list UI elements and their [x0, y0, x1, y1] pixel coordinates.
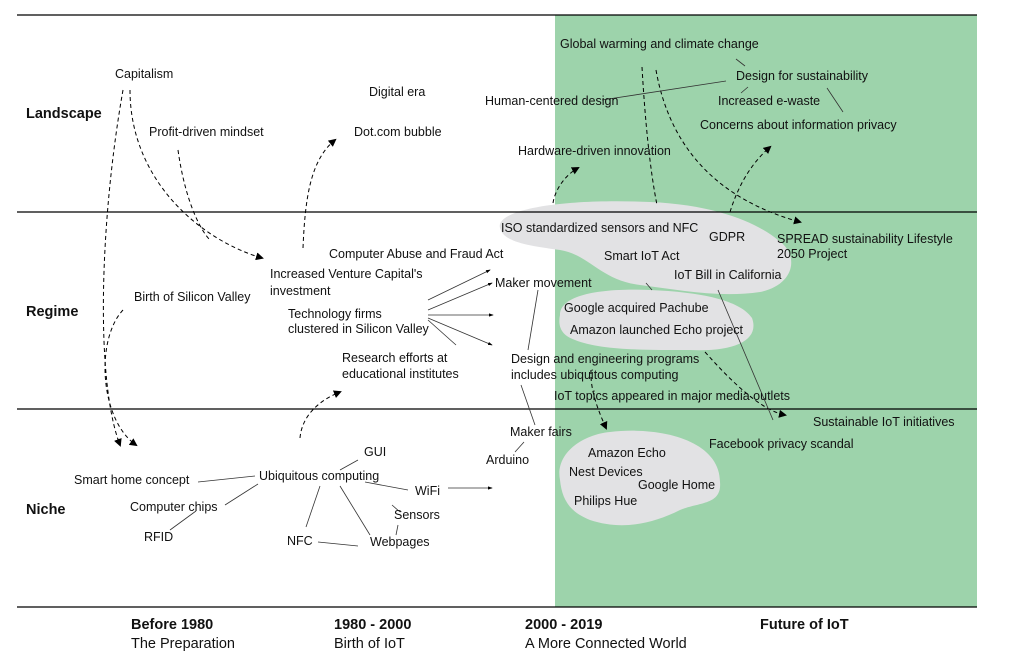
node-nest: Nest Devices: [569, 465, 643, 479]
node-tech-1: Technology firms: [288, 307, 382, 321]
node-global-warming: Global warming and climate change: [560, 37, 759, 51]
node-dotcom: Dot.com bubble: [354, 125, 442, 139]
node-design-2: includes ubiquitous computing: [511, 368, 679, 382]
layer-label-landscape: Landscape: [26, 106, 102, 122]
node-rfid: RFID: [144, 530, 174, 544]
node-nfc: NFC: [287, 534, 313, 548]
node-gui: GUI: [364, 445, 387, 459]
node-research-2: educational institutes: [342, 367, 459, 381]
node-silicon-valley: Birth of Silicon Valley: [134, 290, 251, 304]
period-subtitle: Birth of IoT: [334, 636, 405, 652]
cluster-regulation: [499, 201, 792, 295]
node-spread-1: SPREAD sustainability Lifestyle: [777, 232, 953, 246]
node-spread-2: 2050 Project: [777, 247, 848, 261]
node-arduino: Arduino: [486, 453, 530, 467]
node-capitalism: Capitalism: [115, 67, 174, 81]
node-privacy: Concerns about information privacy: [700, 118, 897, 132]
node-google-home: Google Home: [638, 478, 716, 492]
node-design-sustainability: Design for sustainability: [736, 69, 869, 83]
period-subtitle: The Preparation: [131, 636, 235, 652]
node-vc-1: Increased Venture Capital's: [270, 267, 423, 281]
node-digital-era: Digital era: [369, 85, 426, 99]
node-cfaa: Computer Abuse and Fraud Act: [329, 247, 504, 261]
node-ubicomp: Ubiquitous computing: [259, 469, 380, 483]
node-smart-home: Smart home concept: [74, 473, 190, 487]
node-ewaste: Increased e-waste: [718, 94, 821, 108]
node-webpages: Webpages: [370, 535, 430, 549]
cluster-acquisitions: [559, 289, 754, 351]
layer-label-niche: Niche: [26, 502, 66, 518]
node-tech-2: clustered in Silicon Valley: [288, 322, 429, 336]
node-smart-iot-act: Smart IoT Act: [604, 249, 680, 263]
node-wifi: WiFi: [415, 484, 440, 498]
cluster-devices: [559, 430, 721, 526]
period-title: 2000 - 2019: [525, 617, 603, 633]
period-title: Future of IoT: [760, 617, 849, 633]
node-maker-movement: Maker movement: [495, 276, 592, 290]
node-sensors: Sensors: [394, 508, 440, 522]
node-media: IoT topics appeared in major media outle…: [554, 389, 791, 403]
node-amazon-echo: Amazon Echo: [588, 446, 666, 460]
node-design-1: Design and engineering programs: [511, 352, 700, 366]
period-title: 1980 - 2000: [334, 617, 412, 633]
node-gdpr: GDPR: [709, 230, 746, 244]
node-profit: Profit-driven mindset: [149, 125, 264, 139]
node-pachube: Google acquired Pachube: [564, 301, 709, 315]
period-subtitle: A More Connected World: [525, 636, 687, 652]
node-chips: Computer chips: [130, 500, 218, 514]
node-research-1: Research efforts at: [342, 351, 448, 365]
node-philips-hue: Philips Hue: [574, 494, 638, 508]
node-maker-fairs: Maker fairs: [510, 425, 572, 439]
node-human-centered: Human-centered design: [485, 94, 619, 108]
node-iso: ISO standardized sensors and NFC: [501, 221, 699, 235]
node-vc-2: investment: [270, 284, 331, 298]
node-sustainable-iot: Sustainable IoT initiatives: [813, 415, 955, 429]
node-hardware: Hardware-driven innovation: [518, 144, 671, 158]
layer-label-regime: Regime: [26, 304, 79, 320]
node-echo-project: Amazon launched Echo project: [570, 323, 744, 337]
node-iot-bill: IoT Bill in California: [674, 268, 782, 282]
period-title: Before 1980: [131, 617, 214, 633]
node-facebook: Facebook privacy scandal: [709, 437, 854, 451]
